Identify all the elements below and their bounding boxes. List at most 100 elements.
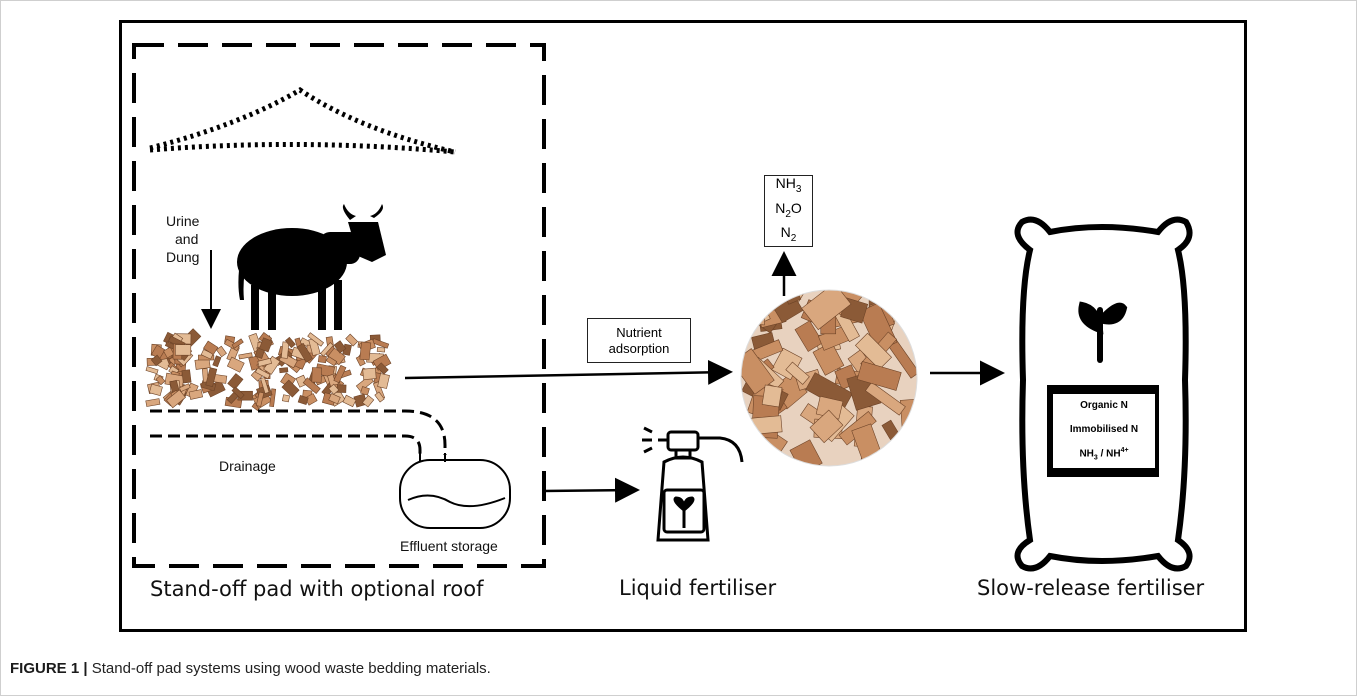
wood-chip <box>255 367 271 380</box>
gas-n2o: N2O <box>775 199 802 220</box>
wood-chip <box>284 336 296 349</box>
wood-chip <box>377 373 390 389</box>
urine-dung-label: Urine and Dung <box>166 213 200 265</box>
diagram-border <box>119 20 1247 632</box>
wood-chip <box>166 389 186 409</box>
wood-chip <box>281 394 290 403</box>
wood-chip <box>205 367 218 388</box>
arrow-to-adsorption <box>404 359 733 385</box>
wood-chip <box>255 391 265 407</box>
wood-chips-circle <box>740 289 918 467</box>
wood-chip <box>212 355 222 368</box>
roof-outline <box>149 87 456 155</box>
wood-chip <box>362 394 375 408</box>
gas-emissions-box: NH3 N2O N2 <box>764 175 813 247</box>
wood-chip <box>181 369 192 384</box>
wood-chip <box>812 341 845 376</box>
wood-chip <box>258 337 273 353</box>
gas-n2: N2 <box>780 224 797 245</box>
wood-chip <box>345 333 359 347</box>
liquid-fertiliser-label: Liquid fertiliser <box>619 576 777 600</box>
wood-chip <box>794 320 824 352</box>
wood-chip <box>145 366 159 375</box>
wood-chip <box>895 434 917 466</box>
organic-n-label: Organic N <box>1080 400 1128 412</box>
wood-chip <box>260 377 270 394</box>
wood-chip <box>150 354 163 367</box>
wood-chip <box>342 394 357 408</box>
wood-chip <box>376 362 389 375</box>
wood-chip <box>317 355 327 364</box>
wood-chip <box>336 384 347 393</box>
wood-chip <box>360 386 370 396</box>
slow-release-fertiliser-label: Slow-release fertiliser <box>977 576 1205 600</box>
wood-chip <box>297 394 309 406</box>
wood-chip <box>856 360 902 391</box>
wood-chip <box>257 357 272 367</box>
effluent-storage-tank <box>399 453 511 529</box>
wood-chip <box>359 341 372 361</box>
bag-nitrogen-label: Organic N Immobilised N NH3 / NH4+ <box>1053 394 1155 468</box>
nutrient-adsorption-box: Nutrient adsorption <box>587 318 691 363</box>
wood-chip <box>280 341 290 359</box>
stand-off-pad-boundary <box>132 43 546 568</box>
gas-nh3: NH3 <box>775 174 802 195</box>
ammonia-label: NH3 / NH4+ <box>1079 447 1129 462</box>
wood-chip <box>238 352 253 360</box>
wood-chip <box>325 356 338 367</box>
wood-chip <box>226 356 245 373</box>
wood-chip <box>296 342 313 363</box>
wood-chip <box>163 346 175 359</box>
spray-bottle-icon <box>642 426 744 542</box>
caption-prefix: FIGURE 1 | <box>10 660 88 677</box>
wood-chip <box>269 388 277 408</box>
wood-chip <box>307 332 325 347</box>
immobilised-n-label: Immobilised N <box>1069 423 1139 435</box>
wood-chip <box>201 368 209 383</box>
wood-chip <box>741 290 771 327</box>
wood-chip <box>231 338 244 349</box>
wood-chip <box>328 393 341 405</box>
wood-chip <box>865 381 906 416</box>
wood-chip <box>333 340 347 354</box>
wood-chip <box>149 383 163 396</box>
wood-bedding-pile <box>145 328 392 412</box>
wood-chip <box>333 364 347 384</box>
wood-chip <box>328 383 340 395</box>
wood-chip <box>281 379 300 398</box>
wood-chip <box>320 342 334 357</box>
plant-icon <box>1078 301 1128 363</box>
wood-chip <box>888 449 917 466</box>
wood-chip <box>175 344 192 356</box>
wood-chip <box>302 377 321 395</box>
wood-chip <box>178 383 191 393</box>
drainage-label: Drainage <box>219 458 276 474</box>
figure-caption: FIGURE 1 | Stand-off pad systems using w… <box>10 660 491 677</box>
wood-chip <box>892 290 917 318</box>
wood-chip <box>188 389 204 400</box>
wood-chip <box>785 361 810 385</box>
wood-chip <box>311 367 322 383</box>
arrow-to-liquid <box>542 477 640 503</box>
wood-chip <box>216 345 227 358</box>
drainage-pipe <box>150 409 447 455</box>
cow-icon <box>237 204 386 330</box>
wood-chip <box>362 367 377 381</box>
fertiliser-bag-icon <box>1014 216 1193 572</box>
wood-chip <box>801 290 852 331</box>
wood-chip <box>855 332 892 370</box>
stand-off-pad-label: Stand-off pad with optional roof <box>150 577 484 601</box>
wood-chip <box>279 367 289 374</box>
wood-chip <box>155 375 166 386</box>
wood-chip <box>376 347 386 353</box>
effluent-storage-label: Effluent storage <box>400 538 498 554</box>
wood-chip <box>374 391 385 403</box>
wood-chip <box>203 340 219 356</box>
wood-chip <box>227 373 244 390</box>
wood-chip <box>741 290 775 320</box>
wood-chip <box>231 386 245 400</box>
wood-chip <box>145 398 161 407</box>
wood-chip <box>761 384 783 408</box>
